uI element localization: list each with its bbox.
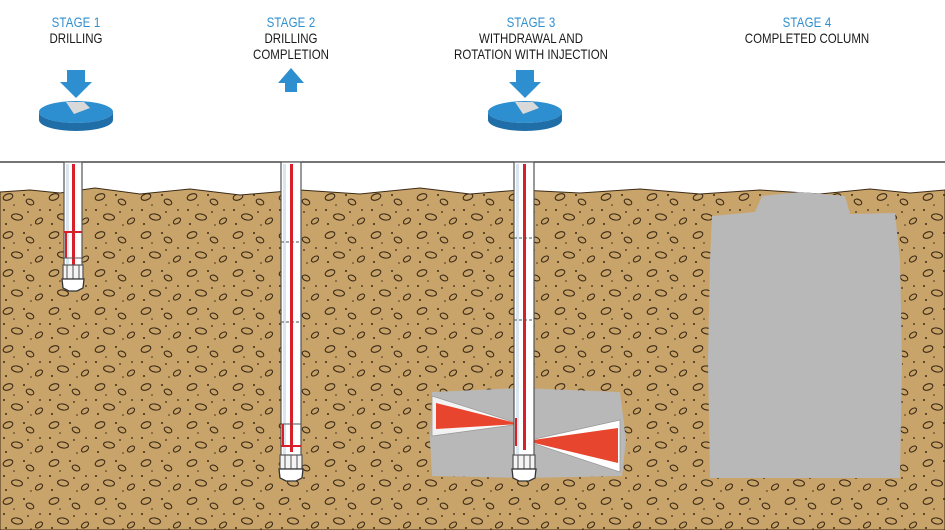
stage-4-number: STAGE 4 <box>782 14 832 30</box>
stage-2-title-line-1: DRILLING <box>264 30 318 46</box>
stage3-injection-jets <box>431 395 621 473</box>
stage-2-label: STAGE 2 DRILLING COMPLETION <box>201 14 381 62</box>
stage-1-title: DRILLING <box>49 30 103 46</box>
stage3-drill-rod <box>511 161 537 482</box>
stage2-drill-rod <box>278 161 304 482</box>
stage-3-title-line-2: ROTATION WITH INJECTION <box>454 46 608 62</box>
completed-grout-column <box>708 192 902 478</box>
stage-1-number: STAGE 1 <box>51 14 101 30</box>
stage1-drill-rod <box>61 161 85 292</box>
stage-2-title-line-2: COMPLETION <box>253 46 329 62</box>
stage-4-label: STAGE 4 COMPLETED COLUMN <box>717 14 897 46</box>
stage-1-label: STAGE 1 DRILLING <box>0 14 166 46</box>
stage-3-label: STAGE 3 WITHDRAWAL AND ROTATION WITH INJ… <box>441 14 621 62</box>
rotate-down-arrow-icon <box>488 70 562 131</box>
rotate-down-arrow-icon <box>39 70 113 131</box>
up-arrow-icon <box>278 68 304 92</box>
stage-2-number: STAGE 2 <box>266 14 316 30</box>
stage-3-title-line-1: WITHDRAWAL AND <box>479 30 583 46</box>
stage-4-title: COMPLETED COLUMN <box>744 30 870 46</box>
stage-3-number: STAGE 3 <box>506 14 556 30</box>
